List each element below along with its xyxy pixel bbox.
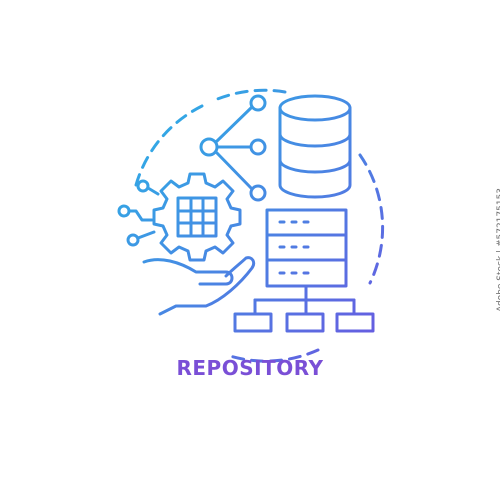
hand-icon (142, 256, 256, 316)
caption-title: REPOSITORY (176, 356, 324, 380)
share-network-icon (199, 94, 267, 202)
database-cylinder-icon (278, 94, 352, 199)
hierarchy-network-icon (233, 284, 375, 333)
server-rack-icon (265, 208, 348, 288)
stock-id-watermark: Adobe Stock | #572175153 (496, 187, 500, 313)
circuit-lines-icon (117, 179, 160, 247)
dashed-circle (134, 88, 385, 363)
gear-icon (152, 172, 242, 262)
